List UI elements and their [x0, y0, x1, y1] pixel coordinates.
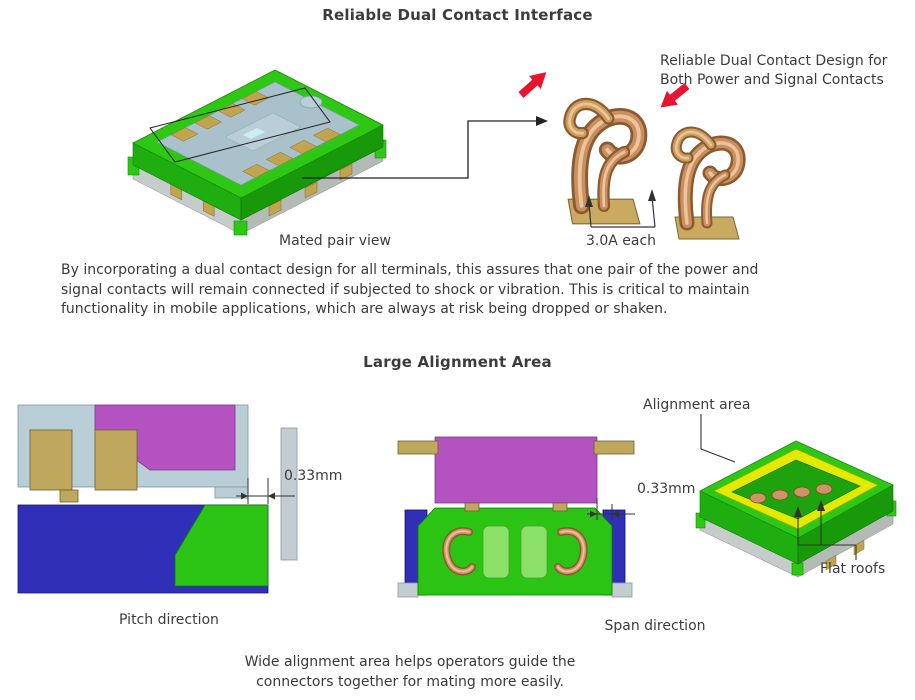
dimension-lines — [587, 498, 635, 520]
alignment-area-label: Alignment area — [643, 397, 751, 413]
dimension-lines — [236, 478, 295, 504]
callout-line: Both Power and Signal Contacts — [660, 72, 884, 88]
mated-pair-illustration — [127, 69, 387, 236]
arrowhead-icon — [536, 116, 548, 126]
plug-section — [434, 436, 598, 504]
signal-contact — [675, 132, 739, 239]
body-line: By incorporating a dual contact design f… — [61, 262, 759, 278]
section2-note: Wide alignment area helps operators guid… — [185, 652, 635, 692]
copper-terminals — [749, 483, 833, 504]
power-contact — [568, 104, 640, 224]
pointer-line — [302, 116, 548, 179]
callout-line: Reliable Dual Contact Design for — [660, 53, 888, 69]
span-dimension-label: 0.33mm — [637, 481, 696, 497]
mated-pair-caption: Mated pair view — [279, 233, 391, 249]
alignment-leader-line — [700, 414, 736, 463]
dual-contact-callout: Reliable Dual Contact Design for Both Po… — [660, 52, 887, 90]
dual-contacts-illustration — [518, 72, 775, 250]
contact-pad — [94, 429, 138, 491]
pitch-section-illustration — [17, 404, 298, 594]
section1-title: Reliable Dual Contact Interface — [322, 6, 593, 24]
section1-body: By incorporating a dual contact design f… — [61, 261, 758, 320]
pitch-dimension-label: 0.33mm — [284, 468, 343, 484]
gold-contact-pads — [170, 91, 341, 179]
current-rating-arrows — [585, 189, 656, 228]
receptacle-tongue — [174, 504, 269, 587]
section2-title: Large Alignment Area — [363, 353, 552, 371]
current-rating-caption: 3.0A each — [585, 233, 657, 249]
note-line: connectors together for mating more easi… — [256, 674, 564, 690]
flat-roofs-label: Flat roofs — [820, 561, 886, 577]
red-arrow-icon — [660, 83, 690, 108]
note-line: Wide alignment area helps operators guid… — [244, 654, 576, 670]
smt-lead — [593, 440, 635, 455]
flat-roofs-pointer — [794, 500, 857, 560]
red-arrow-icon — [518, 72, 547, 98]
copper-contacts-section — [442, 527, 588, 576]
smt-lead — [397, 440, 439, 455]
span-direction-caption: Span direction — [604, 618, 706, 634]
body-line: signal contacts will remain connected if… — [61, 281, 750, 298]
contact-pad — [29, 429, 73, 491]
pitch-direction-caption: Pitch direction — [119, 612, 219, 628]
alignment-illustration — [695, 414, 897, 578]
span-section-illustration — [397, 436, 635, 598]
section-cut-outline — [149, 87, 331, 163]
body-line: functionality in mobile applications, wh… — [61, 301, 668, 317]
